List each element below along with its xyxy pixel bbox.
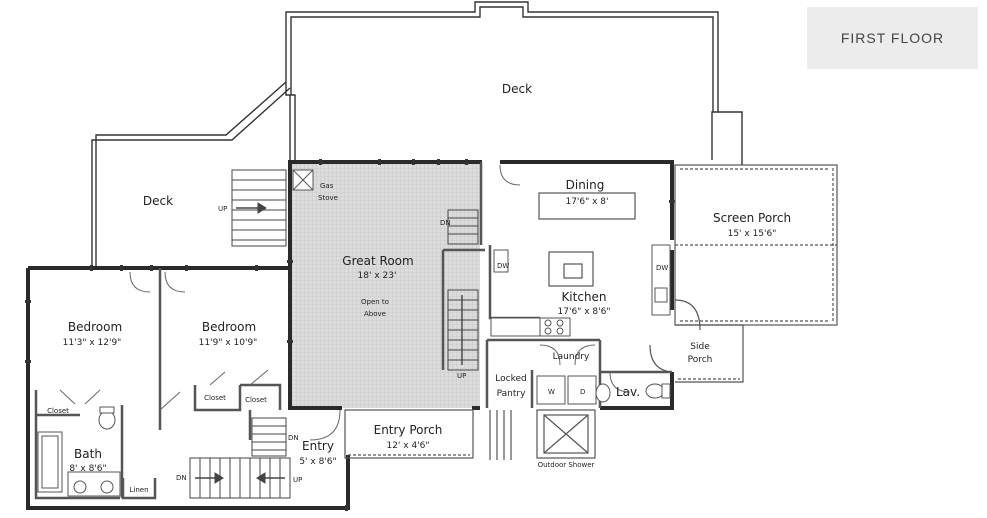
gas-stove-label-1: Gas	[320, 182, 334, 190]
stair-dn-great-label: DN	[440, 219, 451, 227]
side-porch-label-2: Porch	[688, 355, 713, 365]
deck-top-label: Deck	[502, 82, 532, 96]
deck-top-outline	[285, 1, 743, 165]
laundry-machines	[536, 375, 597, 405]
entry-size: 5' x 8'6"	[299, 457, 336, 467]
floor-label-badge: FIRST FLOOR	[807, 7, 978, 69]
linen-label: Linen	[129, 486, 148, 494]
deck-left-label: Deck	[143, 194, 173, 208]
gas-stove-label-2: Stove	[318, 194, 338, 202]
washer-label: W	[548, 388, 555, 396]
great-room-floor	[292, 164, 480, 408]
locked-pantry-label-1: Locked	[495, 374, 526, 384]
bath-label: Bath	[74, 447, 102, 461]
dw2-label: DW	[656, 264, 668, 272]
bedroom1-size: 11'3" x 12'9"	[63, 338, 122, 348]
side-porch-label-1: Side	[690, 342, 710, 352]
dining-label: Dining	[566, 178, 605, 192]
lav-fixtures	[595, 383, 671, 403]
stair-great-room	[447, 209, 479, 371]
locked-pantry-label-2: Pantry	[497, 389, 526, 399]
closet1-label: Closet	[47, 407, 69, 415]
stair-dn-entry-label: DN	[288, 434, 299, 442]
stair-up-deck-label: UP	[218, 205, 227, 213]
open-to-label: Open to	[361, 298, 389, 306]
kitchen-size: 17'6" x 8'6"	[558, 307, 611, 317]
closet3-label: Closet	[245, 396, 267, 404]
bedroom1-label: Bedroom	[68, 320, 122, 334]
entry-label: Entry	[302, 439, 334, 453]
lav-label: Lav.	[616, 385, 640, 399]
entry-porch-label: Entry Porch	[374, 423, 443, 437]
kitchen-label: Kitchen	[561, 290, 606, 304]
bath-fixtures	[37, 406, 121, 497]
windows	[25, 159, 675, 511]
screen-porch-label: Screen Porch	[713, 211, 791, 225]
outdoor-shower-label: Outdoor Shower	[538, 461, 595, 469]
screen-porch-size: 15' x 15'6"	[728, 229, 777, 239]
dw-label: DW	[497, 262, 509, 270]
side-porch	[649, 324, 744, 383]
entry-porch-size: 12' x 4'6"	[386, 441, 429, 451]
entry-porch	[344, 409, 474, 459]
above-label: Above	[364, 310, 386, 318]
stair-up-great-label: UP	[457, 372, 466, 380]
dryer-label: D	[580, 388, 585, 396]
dining-table	[538, 192, 636, 220]
stair-entry	[189, 417, 291, 499]
deck-left-outline	[91, 81, 291, 268]
great-room-label: Great Room	[342, 254, 413, 268]
dining-size: 17'6" x 8'	[565, 197, 608, 207]
bedroom2-size: 11'9" x 10'9"	[199, 338, 258, 348]
closet2-label: Closet	[204, 394, 226, 402]
screen-porch	[674, 164, 838, 331]
laundry-label: Laundry	[553, 352, 590, 362]
outdoor-shower	[489, 409, 596, 460]
stair-up-bath-label: UP	[293, 476, 302, 484]
bedroom2-label: Bedroom	[202, 320, 256, 334]
gas-stove	[292, 169, 314, 191]
stair-deck	[231, 169, 287, 247]
kitchen-island	[548, 251, 594, 287]
bath-size: 8' x 8'6"	[69, 464, 106, 474]
interior-walls	[34, 162, 672, 500]
great-room-size: 18' x 23'	[358, 271, 397, 281]
door-swings	[59, 164, 631, 441]
stair-dn-bath-label: DN	[176, 474, 187, 482]
kitchen-counter	[490, 244, 671, 337]
